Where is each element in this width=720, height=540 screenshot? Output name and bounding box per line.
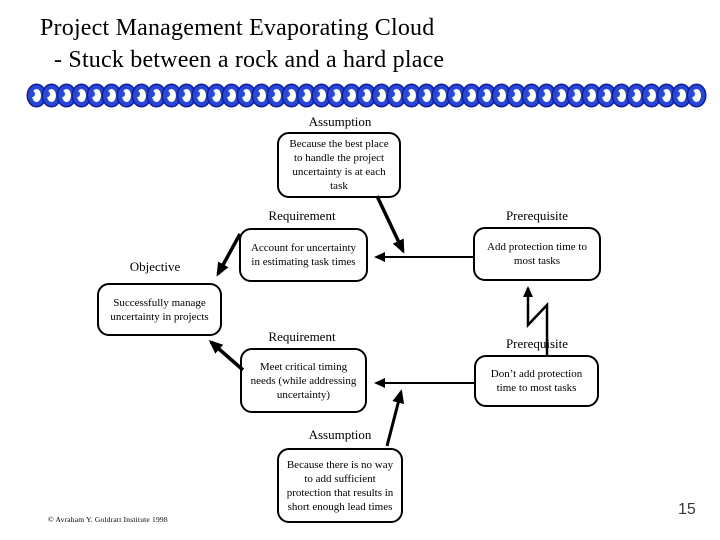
- node-text: Because the best place to handle the pro…: [289, 138, 389, 192]
- node-box-prerequisite-top: Add protection time to most tasks: [473, 227, 601, 281]
- node-box-objective: Successfully manage uncertainty in proje…: [97, 283, 222, 336]
- node-box-requirement-bottom: Meet critical timing needs (while addres…: [240, 348, 367, 413]
- label-requirement-top: Requirement: [268, 208, 336, 223]
- node-box-prerequisite-bottom: Don’t add protection time to most tasks: [474, 355, 599, 407]
- chain-link-icon: [568, 85, 585, 106]
- node-text: Don’t add protection time to most tasks: [490, 368, 583, 394]
- arrow-req-bottom-to-objective: [208, 340, 245, 372]
- node-box-requirement-top: Account for uncertainty in estimating ta…: [239, 228, 368, 282]
- chain-link-icon: [688, 85, 705, 106]
- label-objective: Objective: [129, 259, 181, 274]
- label-requirement-bottom: Requirement: [268, 329, 336, 344]
- chain-link-icon: [298, 85, 315, 106]
- page-number: 15: [678, 501, 696, 518]
- node-text: Meet critical timing needs (while addres…: [250, 360, 357, 401]
- label-prerequisite-top: Prerequisite: [505, 208, 569, 223]
- node-text: Account for uncertainty in estimating ta…: [250, 242, 357, 268]
- label-assumption-top: Assumption: [308, 114, 372, 129]
- node-text: Because there is no way to add sufficien…: [286, 458, 394, 513]
- slide-title-line2: - Stuck between a rock and a hard place: [54, 47, 445, 73]
- node-box-assumption-bottom: Because there is no way to add sufficien…: [277, 448, 403, 523]
- slide-title-line1: Project Management Evaporating Cloud: [40, 15, 435, 41]
- node-text: Add protection time to most tasks: [487, 241, 587, 267]
- label-prerequisite-bottom: Prerequisite: [505, 336, 569, 351]
- slide-title: Project Management Evaporating Cloud - S…: [40, 12, 680, 76]
- chain-link-icon: [493, 85, 510, 106]
- arrow-assumption-top: [375, 195, 405, 254]
- arrow-req-top-to-objective: [216, 233, 242, 277]
- chain-border: [28, 85, 710, 106]
- node-text: Successfully manage uncertainty in proje…: [110, 296, 209, 323]
- copyright-text: © Avraham Y. Goldratt Institute 1998: [48, 515, 168, 524]
- label-assumption-bottom: Assumption: [308, 427, 372, 442]
- node-box-assumption-top: Because the best place to handle the pro…: [277, 132, 401, 198]
- chain-link-icon: [118, 85, 135, 106]
